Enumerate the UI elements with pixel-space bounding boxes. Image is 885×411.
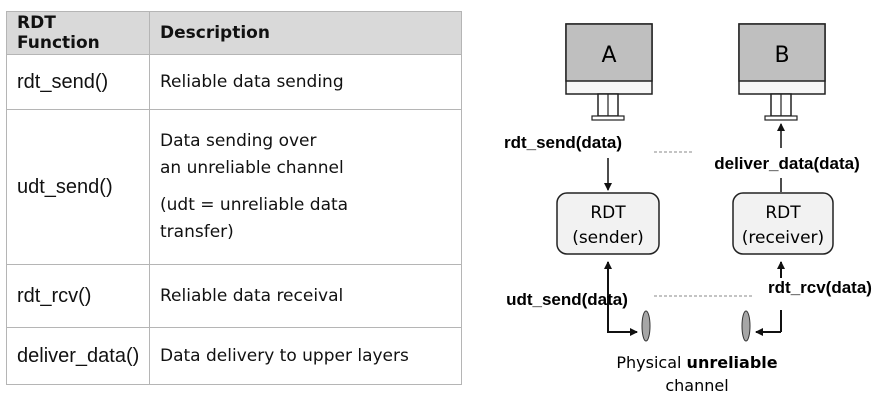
description-cell: Reliable data receival: [149, 264, 462, 328]
sender-box-title: RDT: [590, 203, 626, 223]
rdt-receiver-box: [732, 192, 834, 255]
description-line: an unreliable channel: [160, 158, 344, 178]
rdt-diagram: A B rdt_send(data) deliver_data(data) RD…: [470, 0, 885, 406]
description-line: Reliable data receival: [160, 285, 344, 306]
description-cell: Data sending over an unreliable channel …: [149, 109, 462, 265]
header-function: RDT Function: [6, 11, 150, 55]
table-row: deliver_data() Data delivery to upper la…: [6, 327, 462, 385]
description-line: Data sending over: [160, 131, 317, 151]
description-cell: Data delivery to upper layers: [149, 327, 462, 385]
receiver-box-title: RDT: [765, 203, 801, 223]
rdt-rcv-label: rdt_rcv(data): [768, 278, 872, 297]
header-description: Description: [149, 11, 462, 55]
channel-right-end-icon: [741, 310, 751, 342]
table-row: rdt_send() Reliable data sending: [6, 54, 462, 110]
host-b-monitor-icon: [738, 23, 826, 121]
function-cell: deliver_data(): [6, 327, 150, 385]
sender-box-subtitle: (sender): [572, 228, 644, 248]
channel-caption-line2: channel: [665, 376, 728, 395]
function-cell: rdt_rcv(): [6, 264, 150, 328]
rdt-sender-box: [556, 192, 660, 255]
description-line: Data delivery to upper layers: [160, 345, 409, 366]
host-a-label: A: [601, 43, 616, 68]
caption-bold: unreliable: [687, 353, 778, 372]
table-header-row: RDT Function Description: [6, 11, 462, 55]
description-line: (udt = unreliable data: [160, 195, 349, 215]
description-line: transfer): [160, 222, 234, 242]
rdt-diagram-svg: A B rdt_send(data) deliver_data(data) RD…: [504, 23, 872, 395]
host-a-monitor-icon: [565, 23, 653, 121]
host-b-label: B: [774, 43, 789, 68]
caption-prefix: Physical: [616, 353, 686, 372]
udt-send-arrow-horizontal: [607, 322, 638, 336]
rdt-send-label: rdt_send(data): [504, 133, 622, 152]
receiver-box-subtitle: (receiver): [742, 228, 824, 248]
udt-send-label: udt_send(data): [506, 290, 628, 309]
channel-left-end-icon: [641, 310, 651, 342]
deliver-data-label: deliver_data(data): [714, 154, 860, 173]
function-cell: rdt_send(): [6, 54, 150, 110]
table-row: udt_send() Data sending over an unreliab…: [6, 109, 462, 265]
table-row: rdt_rcv() Reliable data receival: [6, 264, 462, 328]
rdt-function-table: RDT Function Description rdt_send() Reli…: [6, 11, 462, 385]
description-cell: Reliable data sending: [149, 54, 462, 110]
description-line: Reliable data sending: [160, 71, 344, 92]
channel-caption: Physical unreliable: [616, 353, 777, 372]
function-cell: udt_send(): [6, 109, 150, 265]
